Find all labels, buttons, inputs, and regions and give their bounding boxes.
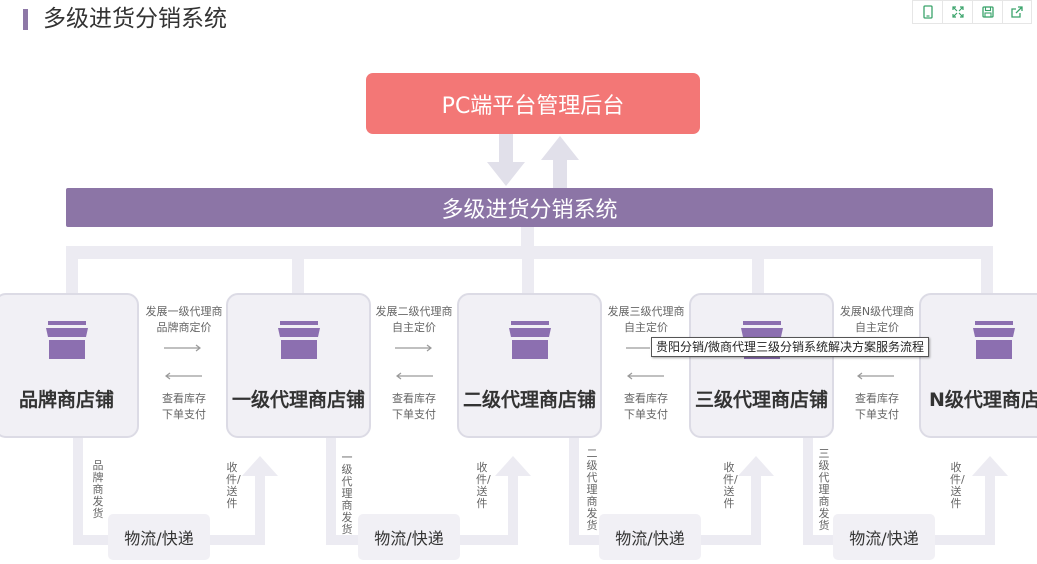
system-band: 多级进货分销系统	[66, 188, 993, 227]
store-icon	[277, 321, 320, 359]
ship-line	[326, 438, 336, 545]
receive-line	[508, 470, 518, 545]
ship-label: 品牌商发货	[92, 459, 104, 520]
right-arrow-icon	[395, 344, 432, 352]
store-name: 一级代理商店铺	[231, 389, 365, 411]
ship-label: 二级代理商发货	[586, 447, 598, 532]
up-arrow-icon	[541, 136, 579, 188]
title-accent-bar	[23, 9, 28, 30]
logistics-box: 物流/快递	[108, 514, 210, 560]
drop-connector	[981, 246, 993, 294]
left-arrow-icon	[165, 372, 202, 380]
up-arrow-icon	[495, 456, 531, 476]
relation-top-label: 发展二级代理商自主定价	[375, 305, 453, 334]
down-arrow-icon	[487, 134, 525, 186]
ship-label: 三级代理商发货	[818, 447, 830, 532]
receive-label: 收件/送件	[476, 461, 491, 510]
receive-arrowheads	[242, 456, 1008, 476]
ship-line	[73, 438, 83, 545]
relation-arrows	[164, 344, 894, 380]
logistics-box: 物流/快递	[358, 514, 460, 560]
left-arrow-icon	[627, 372, 664, 380]
relation-bottom-label: 查看库存下单支付	[392, 392, 436, 421]
left-arrow-icon	[396, 372, 433, 380]
receive-line	[255, 470, 265, 545]
save-icon[interactable]	[972, 0, 1002, 24]
relation-bottom-label: 查看库存下单支付	[624, 392, 668, 421]
store-agent-level-2: 二级代理商店铺	[457, 293, 602, 438]
store-agent-level-1: 一级代理商店铺	[226, 293, 371, 438]
drop-connector	[66, 246, 78, 294]
receive-label: 收件/送件	[950, 461, 965, 510]
logistics-box: 物流/快递	[833, 514, 935, 560]
page-title: 多级进货分销系统	[43, 6, 227, 32]
receive-line	[751, 470, 761, 545]
store-name: 三级代理商店铺	[694, 389, 828, 411]
left-arrow-icon	[857, 372, 894, 380]
band-connector	[521, 227, 534, 246]
drop-connector	[522, 246, 534, 294]
receive-line	[985, 470, 995, 545]
ship-line	[803, 438, 813, 545]
up-arrow-icon	[972, 456, 1008, 476]
store-name: N级代理商店	[929, 389, 1037, 411]
store-icon	[45, 321, 88, 359]
relation-bottom-label: 查看库存下单支付	[855, 392, 899, 421]
up-arrow-icon	[242, 456, 278, 476]
store-icon	[973, 321, 1015, 359]
drop-connector	[752, 246, 764, 294]
receive-label: 收件/送件	[723, 461, 738, 510]
platform-admin-box: PC端平台管理后台	[366, 73, 700, 134]
right-arrow-icon	[164, 344, 201, 352]
logistics-box: 物流/快递	[599, 514, 701, 560]
store-name: 二级代理商店铺	[462, 389, 596, 411]
share-icon[interactable]	[1002, 0, 1032, 24]
ship-label: 一级代理商发货	[341, 451, 353, 536]
mobile-icon[interactable]	[912, 0, 942, 24]
store-name: 品牌商店铺	[18, 389, 114, 411]
relation-top-label: 发展三级代理商自主定价	[607, 305, 685, 334]
store-brand: 品牌商店铺	[0, 293, 139, 438]
receive-label: 收件/送件	[226, 461, 241, 510]
relation-top-label: 发展一级代理商品牌商定价	[145, 305, 223, 334]
relation-bottom-label: 查看库存下单支付	[162, 392, 206, 421]
image-tooltip: 贵阳分销/微商代理三级分销系统解决方案服务流程	[651, 337, 930, 357]
drop-connector	[292, 246, 304, 294]
store-icon	[508, 321, 551, 359]
up-arrow-icon	[738, 456, 774, 476]
expand-icon[interactable]	[942, 0, 972, 24]
store-agent-level-n: N级代理商店	[919, 293, 1037, 438]
relation-top-label: 发展N级代理商自主定价	[839, 305, 915, 334]
ship-line	[569, 438, 579, 545]
up-down-arrows	[487, 134, 579, 188]
toolbar	[912, 0, 1032, 24]
